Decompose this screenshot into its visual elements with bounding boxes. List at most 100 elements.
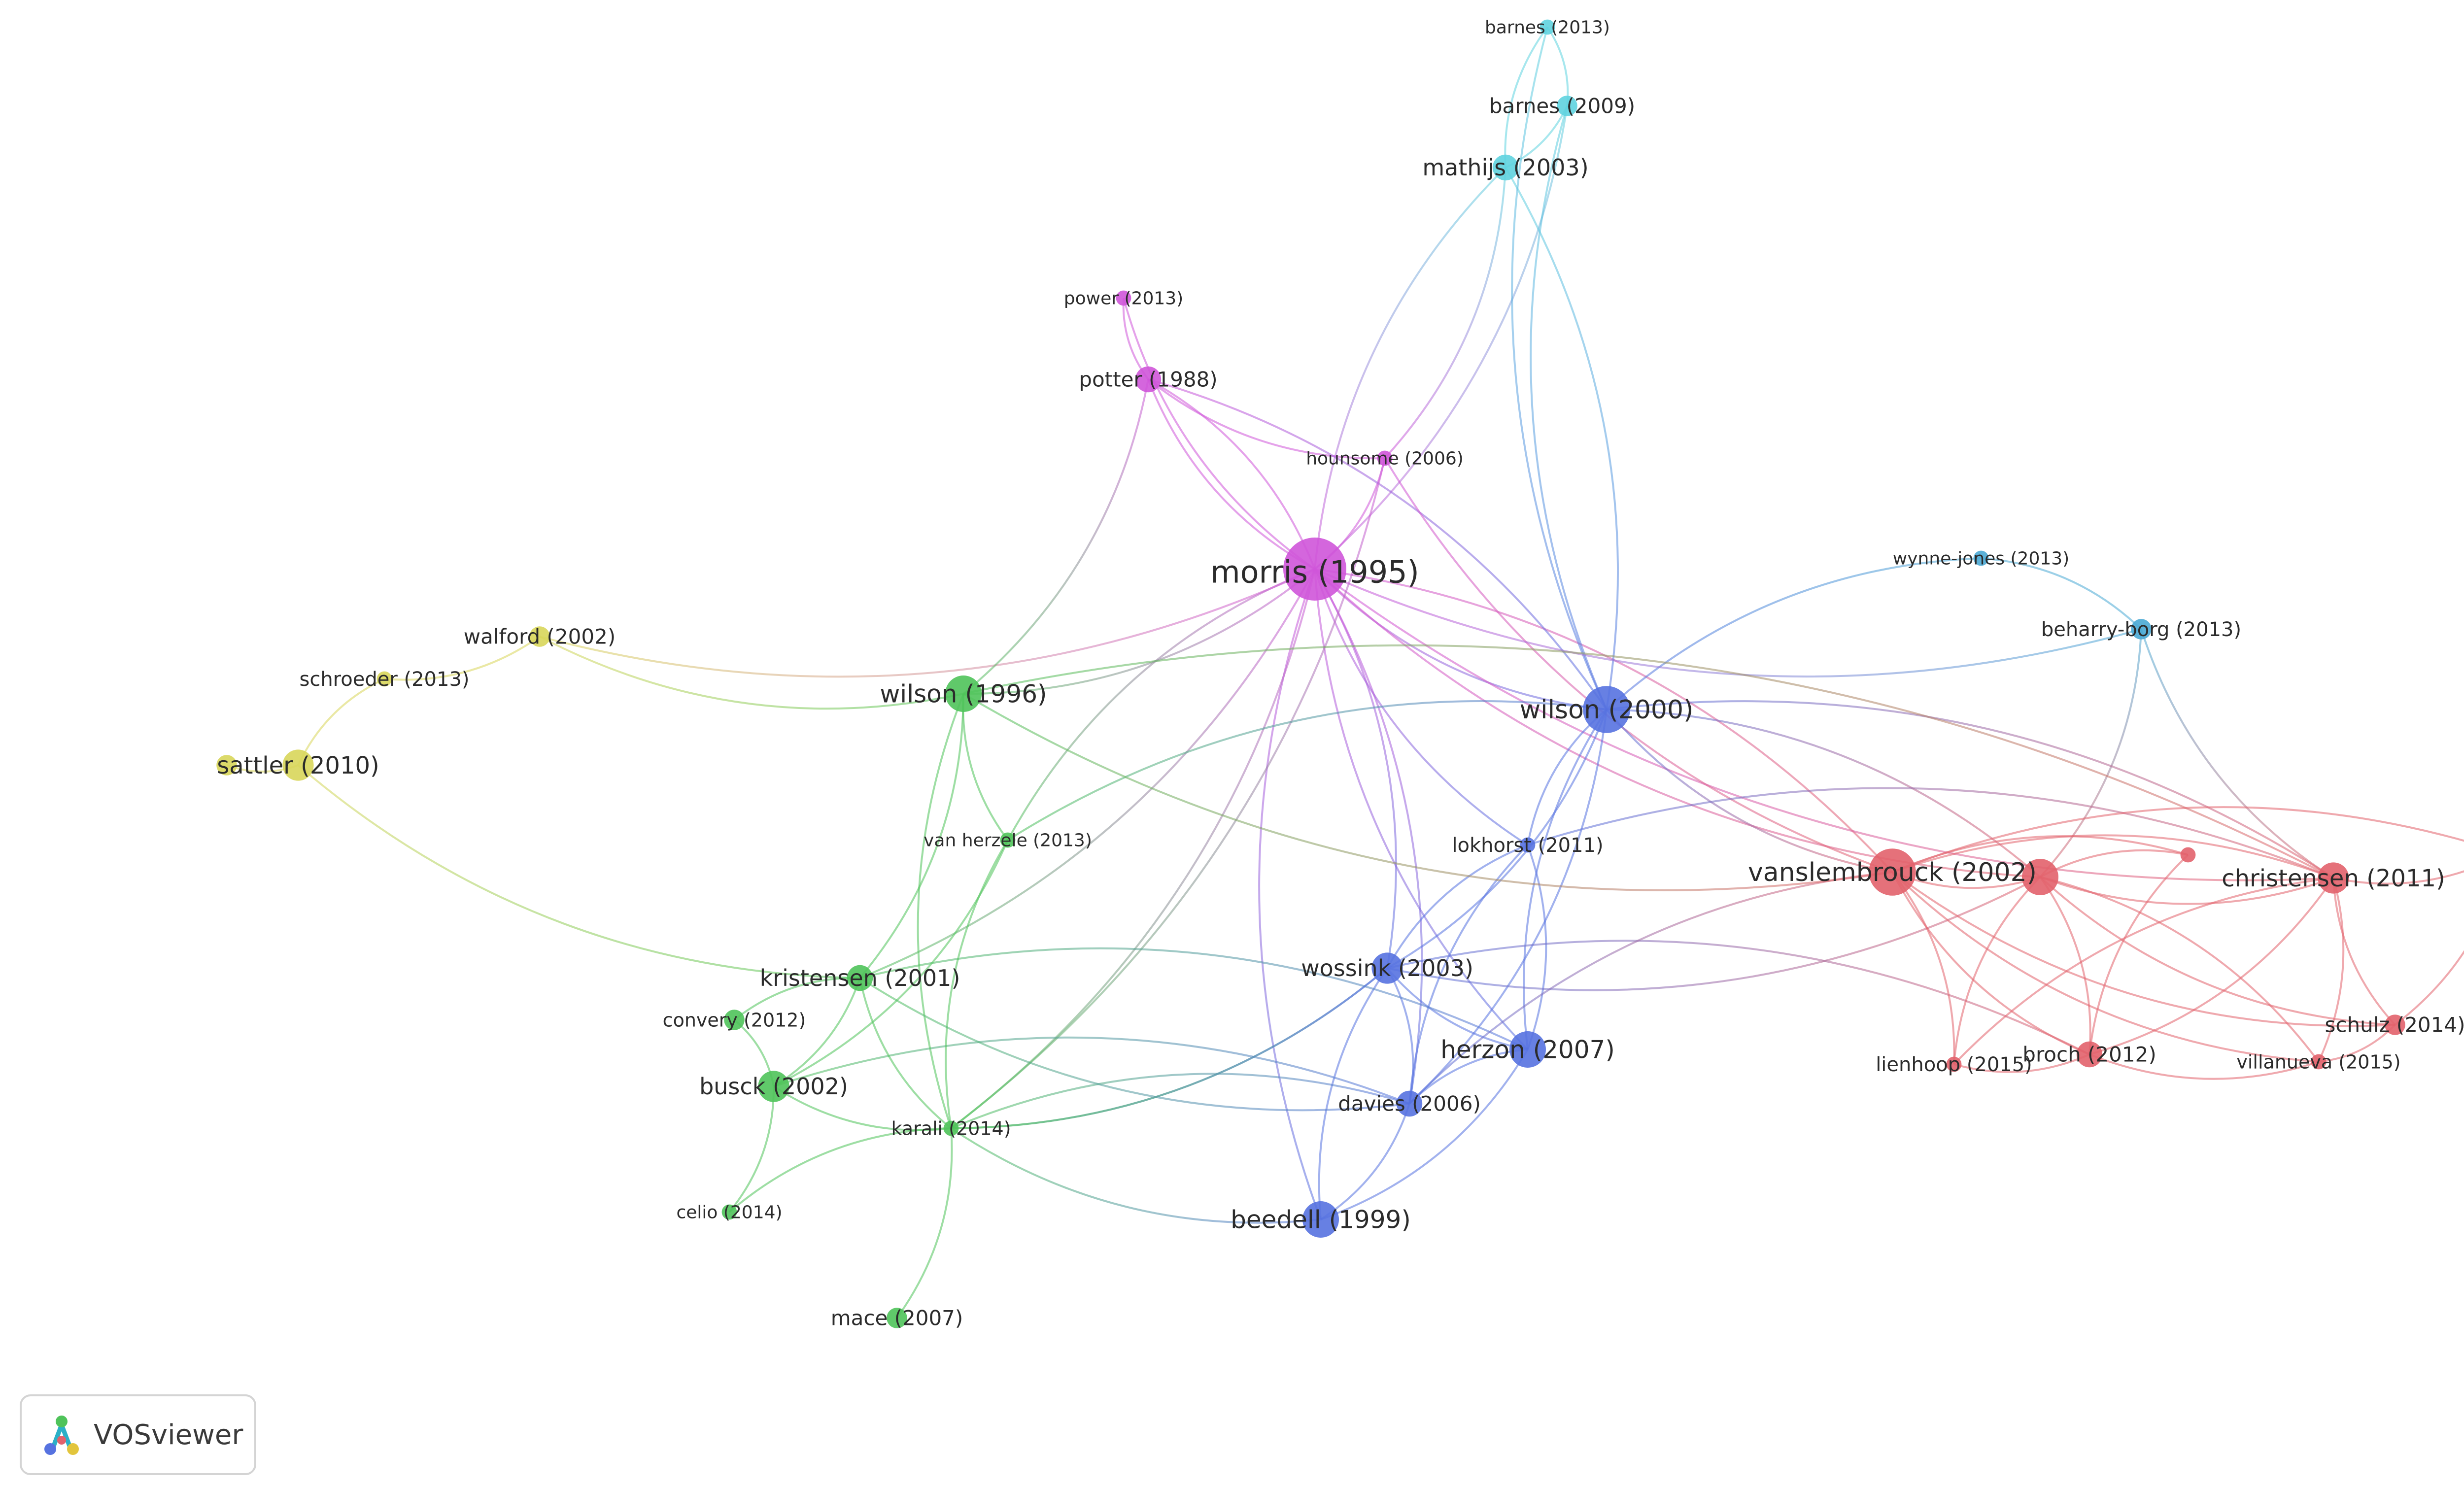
edge-morris1995-vanslembrouck2002 (1314, 568, 1893, 873)
node-yellowdot[interactable] (216, 755, 237, 776)
node-label-celio2014: celio (2014) (676, 1203, 782, 1223)
edge-wossink2003-herzon2007 (1386, 967, 1528, 1050)
edge-christensen2011-lienhoop2015 (1953, 877, 2334, 1065)
node-christensen2011[interactable] (2318, 862, 2349, 894)
node-busck2002[interactable] (758, 1071, 789, 1102)
edge-christensen2011-reddot3 (2333, 870, 2464, 885)
node-label-villanueva2015: villanueva (2015) (2236, 1051, 2400, 1073)
node-celio2014[interactable] (721, 1204, 737, 1220)
node-kristensen2001[interactable] (847, 965, 873, 991)
node-wossink2003[interactable] (1371, 952, 1403, 984)
node-mathijs2003[interactable] (1492, 154, 1519, 181)
edge-davies2006-karali2014 (951, 1073, 1410, 1129)
node-label-kristensen2001: kristensen (2001) (760, 965, 960, 991)
node-vanslembrouck2002[interactable] (1869, 848, 1916, 896)
node-convery2012[interactable] (724, 1010, 745, 1030)
edge-reddot1-lienhoop2015 (1953, 876, 2041, 1065)
node-karali2014[interactable] (943, 1120, 959, 1136)
node-vanherzele2013[interactable] (1000, 832, 1016, 848)
edge-schulz2014-villanueva2015 (2318, 1024, 2396, 1063)
node-barnes2013[interactable] (1540, 19, 1555, 35)
vosviewer-logo-icon (44, 1416, 79, 1455)
node-label-barnes2013: barnes (2013) (1485, 18, 1610, 38)
edge-herzon2007-beedell1999 (1320, 1048, 1529, 1220)
edge-herzon2007-kristensen2001 (859, 947, 1528, 1050)
edge-karali2014-wossink2003 (951, 967, 1388, 1129)
node-reddot1[interactable] (2022, 859, 2058, 895)
edge-mathijs2003-wilson2000 (1505, 167, 1619, 710)
node-label-potter1988: potter (1988) (1079, 368, 1217, 392)
node-label-schulz2014: schulz (2014) (2325, 1013, 2464, 1037)
node-wilson1996[interactable] (945, 675, 982, 712)
edge-wilson2000-reddot1 (1606, 709, 2041, 878)
node-power2013[interactable] (1116, 290, 1131, 306)
edge-wossink2003-beedell1999 (1318, 967, 1388, 1220)
node-sattler2010[interactable] (282, 749, 314, 781)
edge-schroeder2013-sattler2010 (297, 678, 385, 766)
node-schroeder2013[interactable] (376, 671, 392, 687)
node-label-vanslembrouck2002: vanslembrouck (2002) (1748, 858, 2037, 887)
edge-lokhorst2011-davies2006 (1408, 844, 1529, 1104)
edge-kristensen2001-busck2002 (773, 978, 861, 1087)
edge-lokhorst2011-christensen2011 (1527, 787, 2334, 879)
edge-beharryborg2013-morris1995 (1314, 568, 2142, 678)
edge-reddot1-reddot2 (2040, 849, 2189, 878)
node-potter1988[interactable] (1135, 366, 1162, 393)
node-label-walford2002: walford (2002) (464, 625, 616, 649)
edge-vanslembrouck2002-broch2012 (1891, 872, 2090, 1055)
node-label-wynnejones2013: wynne-jones (2013) (1893, 549, 2069, 569)
edge-barnes2013-wilson2000 (1511, 27, 1608, 710)
node-label-christensen2011: christensen (2011) (2222, 865, 2445, 892)
edge-vanslembrouck2002-christensen2011 (1892, 834, 2334, 879)
edge-lokhorst2011-herzon2007 (1527, 844, 1547, 1050)
node-lienhoop2015[interactable] (1946, 1056, 1962, 1072)
node-mace2007[interactable] (887, 1308, 907, 1328)
node-broch2012[interactable] (2076, 1041, 2103, 1068)
edge-davies2006-beedell1999 (1320, 1103, 1410, 1220)
node-barnes2009[interactable] (1557, 96, 1577, 116)
node-wynnejones2013[interactable] (1973, 550, 1989, 566)
labels-layer: morris (1995)potter (1988)power (2013)ho… (217, 18, 2464, 1330)
edge-beharryborg2013-christensen2011 (2140, 629, 2334, 879)
vosviewer-logo-text: VOSviewer (94, 1418, 243, 1451)
node-label-beedell1999: beedell (1999) (1231, 1206, 1411, 1234)
edge-morris1995-davies2006 (1314, 569, 1423, 1104)
edge-wilson1996-kristensen2001 (859, 693, 964, 979)
edge-busck2002-celio2014 (728, 1086, 775, 1213)
edge-lokhorst2011-wossink2003 (1386, 844, 1528, 969)
edge-wynnejones2013-wilson2000 (1606, 557, 1982, 710)
node-walford2002[interactable] (529, 626, 550, 647)
edge-hounsome2006-mathijs2003 (1384, 167, 1506, 459)
node-morris1995[interactable] (1283, 538, 1346, 601)
edge-wilson2000-vanslembrouck2002 (1606, 709, 1893, 873)
edge-walford2002-schroeder2013 (384, 636, 541, 681)
node-label-barnes2009: barnes (2009) (1489, 94, 1635, 118)
node-herzon2007[interactable] (1509, 1031, 1546, 1068)
edge-christensen2011-broch2012 (2089, 877, 2334, 1055)
node-label-lienhoop2015: lienhoop (2015) (1876, 1053, 2032, 1076)
node-hounsome2006[interactable] (1377, 450, 1393, 466)
edge-potter1988-morris1995 (1147, 379, 1315, 570)
node-lokhorst2011[interactable] (1520, 837, 1536, 853)
node-wilson2000[interactable] (1583, 686, 1630, 733)
edge-reddot3-schulz2014 (2394, 950, 2464, 1026)
edge-vanherzele2013-karali2014 (945, 839, 1009, 1129)
node-label-vanherzele2013: van herzele (2013) (924, 831, 1092, 851)
node-beharryborg2013[interactable] (2131, 619, 2152, 640)
edge-broch2012-lienhoop2015 (1953, 1053, 2090, 1073)
node-davies2006[interactable] (1396, 1090, 1423, 1117)
node-beedell1999[interactable] (1302, 1201, 1339, 1238)
edge-wilson1996-karali2014 (917, 693, 964, 1129)
node-schulz2014[interactable] (2385, 1014, 2405, 1035)
node-villanueva2015[interactable] (2311, 1054, 2327, 1070)
edges-layer (226, 26, 2464, 1319)
edge-wilson2000-vanherzele2013 (1007, 700, 1607, 841)
node-label-wilson2000: wilson (2000) (1520, 695, 1694, 725)
edge-beharryborg2013-reddot1 (2039, 629, 2142, 878)
node-reddot2[interactable] (2180, 847, 2196, 863)
node-label-sattler2010: sattler (2010) (217, 752, 379, 779)
edge-wilson1996-christensen2011 (963, 644, 2334, 879)
edge-davies2006-vanslembrouck2002 (1408, 871, 1893, 1105)
